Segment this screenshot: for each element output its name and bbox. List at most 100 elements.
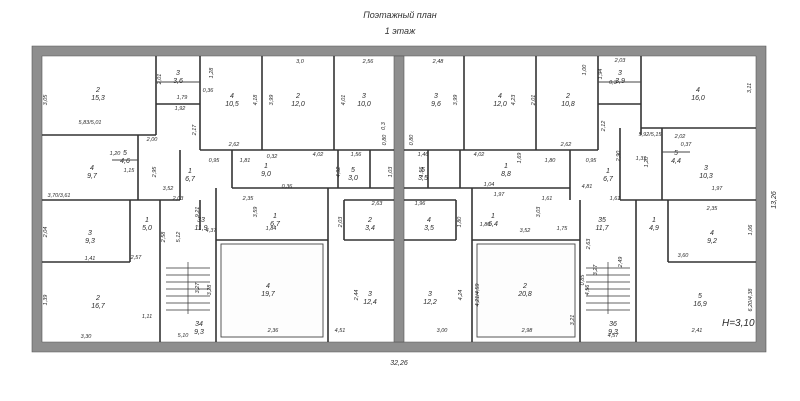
dimension-label: 6,20/4,38	[748, 288, 754, 312]
dimension-label: 4,51	[335, 328, 346, 334]
dimension-label: 0,80	[409, 134, 415, 146]
dimension-label: 5,83/5,01	[79, 120, 102, 126]
dimension-label: 2,57	[130, 255, 143, 261]
dimension-label: 1,81	[240, 158, 251, 164]
dimension-label: 2,63	[586, 238, 592, 251]
room-number: 4	[427, 217, 431, 224]
room-area: 10,3	[699, 173, 713, 180]
room-area: 20,8	[517, 291, 532, 298]
dimension-label: 0,36	[282, 184, 294, 190]
room-area: 3,9	[615, 78, 625, 85]
dimension-label: 1,11	[142, 314, 152, 320]
dimension-label: 1,80	[480, 222, 492, 228]
room-area: 6,7	[603, 176, 614, 183]
room-number: 3	[362, 93, 366, 100]
dimension-label: 1,80	[457, 216, 463, 228]
room-area: 3,5	[418, 175, 428, 182]
room-area: 16,0	[691, 95, 705, 102]
dimension-label: 1,80	[545, 158, 557, 164]
room-number: 3	[368, 291, 372, 298]
dimension-label: 1,84	[266, 226, 277, 232]
room-number: 3	[704, 165, 708, 172]
dimension-label: 1,20	[644, 156, 650, 168]
dimension-label: 3,03	[536, 206, 542, 218]
dimension-label: 1,03	[388, 166, 394, 178]
total-width-label: 32,26	[390, 360, 408, 367]
dimension-label: 3,59	[253, 207, 259, 218]
room-number: 35	[598, 217, 606, 224]
room-area: 3,6	[173, 78, 183, 85]
dimension-label: 0,3	[381, 121, 387, 130]
floor-label: 1 этаж	[384, 26, 416, 36]
room-number: 33	[197, 217, 205, 224]
dimension-label: 3,27	[593, 264, 599, 276]
room-number: 1	[652, 217, 656, 224]
room-area: 9,6	[431, 101, 441, 108]
stairwell-left	[166, 262, 210, 314]
dimension-label: 3,27	[195, 282, 201, 294]
dimension-label: 2,03	[338, 216, 344, 229]
dimension-label: 3,99	[269, 95, 275, 106]
dimension-label: 2,48	[432, 59, 445, 65]
total-depth-label: 13,26	[771, 191, 778, 209]
dimension-label: 1,61	[610, 196, 621, 202]
room-number: 5	[421, 167, 425, 174]
room-number: 4	[90, 165, 94, 172]
room-number: 4	[266, 283, 270, 290]
room-number: 2	[367, 217, 372, 224]
dimension-label: 4,02	[313, 152, 324, 158]
room-number: 2	[295, 93, 300, 100]
dimension-labels: 3,052,011,281,791,920,362,174,183,03,992…	[43, 58, 754, 340]
dimension-label: 0,80	[382, 134, 388, 146]
room-number: 1	[145, 217, 149, 224]
outer-wall	[31, 45, 767, 353]
dimension-label: 1,46	[418, 152, 430, 158]
dimension-label: 1,94	[598, 69, 604, 80]
room-number: 5	[674, 150, 678, 157]
room-number: 2	[95, 295, 100, 302]
room-area: 15,3	[91, 95, 105, 102]
dimension-label: 2,35	[706, 206, 719, 212]
room-number: 3	[88, 230, 92, 237]
room-number: 4	[710, 230, 714, 237]
dimension-label: 2,36	[267, 328, 280, 334]
dimension-label: 1,56	[419, 166, 425, 178]
room-area: 8,8	[501, 171, 511, 178]
room-area: 12,2	[423, 299, 437, 306]
room-area: 16,9	[693, 301, 707, 308]
dimension-label: 5,12	[176, 232, 182, 243]
room-number: 4	[696, 87, 700, 94]
dimension-label: 1,96	[415, 201, 427, 207]
dimension-label: 2,58	[161, 231, 167, 244]
dimension-label: 1,06	[748, 224, 754, 236]
dimension-label: 1,97	[712, 186, 724, 192]
dimension-label: 2,98	[521, 328, 534, 334]
central-wall	[393, 55, 405, 343]
dimension-label: 2,03	[172, 196, 185, 202]
room-area: 9,7	[87, 173, 98, 180]
room-area: 12,0	[493, 101, 507, 108]
room-area: 6,7	[270, 221, 281, 228]
dimension-label: 5,92/5,15	[639, 132, 663, 138]
room-area: 3,4	[365, 225, 375, 232]
room-number: 1	[273, 213, 277, 220]
room-number: 4	[498, 93, 502, 100]
dimension-label: 2,04	[43, 227, 49, 239]
room-area: 9,2	[707, 238, 717, 245]
room-number: 3	[176, 70, 180, 77]
dimension-label: 3,60	[678, 253, 690, 259]
room-area: 19,7	[261, 291, 276, 298]
dimension-label: 3,52	[163, 186, 174, 192]
dimension-label: 4,37	[206, 228, 218, 234]
dimension-label: 2,35	[242, 196, 255, 202]
dimension-label: 3,21	[570, 315, 576, 326]
dimension-label: 1,79	[177, 95, 188, 101]
dimension-label: 1,75	[557, 226, 569, 232]
room-number: 1	[188, 168, 192, 175]
height-label: H=3,10	[722, 318, 755, 329]
dimension-label: 0,85	[580, 274, 586, 286]
dimension-label: 2,62	[560, 142, 572, 148]
room-area: 16,7	[91, 303, 106, 310]
room-area: 11,9	[194, 225, 207, 232]
